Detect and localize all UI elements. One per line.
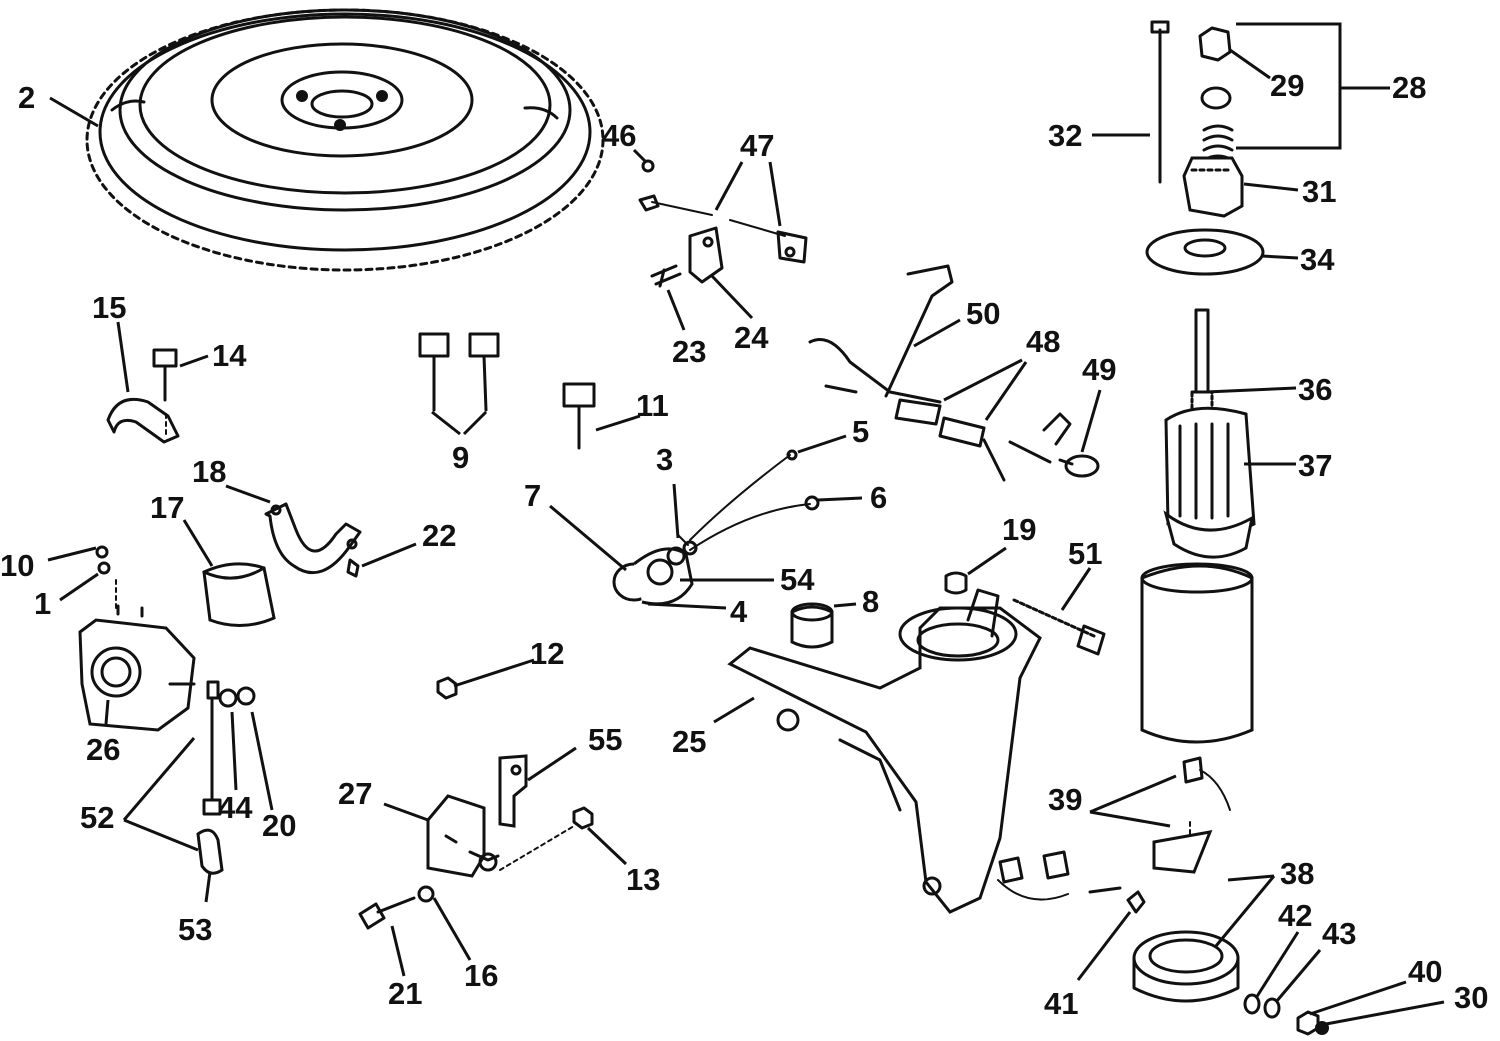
callout-48: 48 bbox=[1026, 324, 1060, 359]
thru-bolt bbox=[1012, 598, 1106, 656]
callout-25: 25 bbox=[672, 724, 706, 759]
callout-28: 28 bbox=[1392, 70, 1426, 105]
callout-23: 23 bbox=[672, 334, 706, 369]
solenoid-cable bbox=[196, 680, 256, 875]
callout-42: 42 bbox=[1278, 898, 1312, 933]
callout-3: 3 bbox=[656, 442, 673, 477]
callout-27: 27 bbox=[338, 776, 372, 811]
callout-19: 19 bbox=[1002, 512, 1036, 547]
solenoid-bracket bbox=[264, 502, 362, 578]
brush-set bbox=[997, 756, 1231, 901]
callout-32: 32 bbox=[1048, 118, 1082, 153]
field-frame bbox=[1140, 562, 1254, 744]
ground-strap bbox=[638, 159, 808, 264]
callout-14: 14 bbox=[212, 338, 247, 373]
drive-end-cap bbox=[1145, 228, 1265, 276]
callout-6: 6 bbox=[870, 480, 887, 515]
callout-24: 24 bbox=[734, 320, 769, 355]
callout-21: 21 bbox=[388, 976, 422, 1011]
commutator-end-cap bbox=[1132, 930, 1240, 1003]
callout-18: 18 bbox=[192, 454, 226, 489]
callout-15: 15 bbox=[92, 290, 126, 325]
callout-31: 31 bbox=[1302, 174, 1336, 209]
callout-11: 11 bbox=[636, 388, 669, 423]
screw-21 bbox=[358, 885, 435, 930]
screw-11 bbox=[562, 382, 596, 450]
callout-10: 10 bbox=[0, 548, 34, 583]
callout-39: 39 bbox=[1048, 782, 1082, 817]
clamp bbox=[106, 397, 180, 444]
bolts bbox=[418, 332, 500, 412]
pinion-nut-stack bbox=[1198, 26, 1234, 162]
callout-38: 38 bbox=[1280, 856, 1314, 891]
callout-44: 44 bbox=[218, 790, 253, 825]
callout-55: 55 bbox=[588, 722, 622, 757]
callout-labels: 2 46 47 32 29 28 31 34 15 14 23 24 50 48… bbox=[0, 68, 1488, 1021]
choke-leads bbox=[677, 449, 820, 551]
choke-solenoid bbox=[612, 540, 698, 606]
callout-1: 1 bbox=[34, 586, 51, 621]
callout-43: 43 bbox=[1322, 916, 1356, 951]
callout-17: 17 bbox=[150, 490, 184, 525]
callout-20: 20 bbox=[262, 808, 296, 843]
callout-26: 26 bbox=[86, 732, 120, 767]
callout-53: 53 bbox=[178, 912, 212, 947]
armature bbox=[1163, 308, 1256, 559]
callout-2: 2 bbox=[18, 80, 35, 115]
screw-14 bbox=[152, 348, 178, 402]
leader-lines bbox=[47, 22, 1445, 1026]
callout-36: 36 bbox=[1298, 372, 1332, 407]
callout-8: 8 bbox=[862, 584, 879, 619]
callout-52: 52 bbox=[80, 800, 114, 835]
callout-30: 30 bbox=[1454, 980, 1488, 1015]
callout-50: 50 bbox=[966, 296, 1000, 331]
brush-holder bbox=[1088, 830, 1213, 894]
callout-37: 37 bbox=[1298, 448, 1332, 483]
callout-12: 12 bbox=[530, 636, 564, 671]
callout-4: 4 bbox=[730, 594, 748, 629]
retaining-ring bbox=[202, 562, 276, 628]
rubber-mount bbox=[790, 571, 968, 649]
clip-and-screw bbox=[650, 226, 724, 288]
flywheel bbox=[85, 8, 605, 272]
callout-13: 13 bbox=[626, 862, 660, 897]
relay bbox=[426, 794, 500, 878]
callout-16: 16 bbox=[464, 958, 498, 993]
nut-12 bbox=[436, 676, 458, 700]
callout-22: 22 bbox=[422, 518, 456, 553]
relay-bracket bbox=[498, 754, 528, 828]
callout-9: 9 bbox=[452, 440, 469, 475]
end-cap-hardware bbox=[1126, 890, 1329, 1036]
callout-46: 46 bbox=[602, 118, 636, 153]
callout-40: 40 bbox=[1408, 954, 1442, 989]
callout-7: 7 bbox=[524, 478, 541, 513]
battery-cable bbox=[808, 264, 1100, 482]
nut-13 bbox=[499, 806, 594, 871]
callout-5: 5 bbox=[852, 414, 869, 449]
callout-34: 34 bbox=[1300, 242, 1335, 277]
starter-bracket bbox=[727, 588, 1042, 914]
thru-bolt-32 bbox=[1150, 20, 1170, 184]
pinion-drive bbox=[1182, 156, 1244, 218]
callout-49: 49 bbox=[1082, 352, 1116, 387]
callout-54: 54 bbox=[780, 562, 815, 597]
callout-47: 47 bbox=[740, 128, 774, 163]
callout-29: 29 bbox=[1270, 68, 1304, 103]
callout-41: 41 bbox=[1044, 986, 1078, 1021]
callout-51: 51 bbox=[1068, 536, 1102, 571]
